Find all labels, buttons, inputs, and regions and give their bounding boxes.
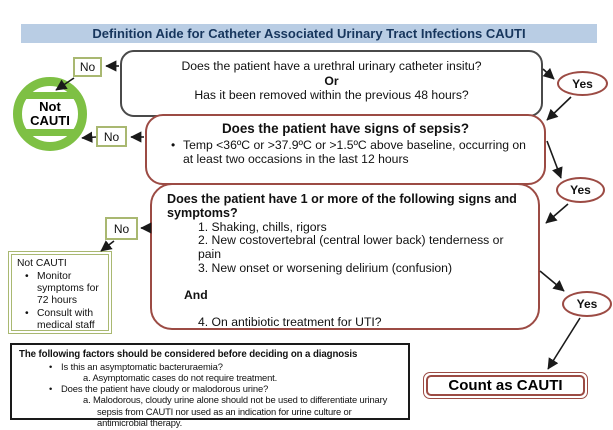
question-catheter-box: Does the patient have a urethral urinary…: [120, 50, 543, 117]
yes-ellipse-1: Yes: [557, 71, 608, 96]
page-title: Definition Aide for Catheter Associated …: [92, 26, 526, 41]
arrow-yes3-to-count: [547, 317, 581, 370]
no-label-3: No: [113, 221, 130, 236]
sepsis-heading: Does the patient have signs of sepsis?: [221, 121, 470, 136]
question-sepsis-box: Does the patient have signs of sepsis? T…: [145, 114, 546, 185]
factors-box: The following factors should be consider…: [10, 343, 410, 428]
no-label-box-1: No: [73, 57, 102, 77]
title-bar: Definition Aide for Catheter Associated …: [21, 24, 597, 43]
not-cauti-action-heading: Not CAUTI: [17, 258, 67, 269]
count-as-cauti-box: Count as CAUTI: [423, 372, 588, 399]
no-label-2: No: [103, 129, 120, 144]
no-label-1: No: [79, 60, 96, 74]
count-as-cauti-label: Count as CAUTI: [426, 375, 585, 396]
symptom-item-3: 3. New onset or worsening delirium (conf…: [198, 260, 453, 275]
symptom-item-2: 2. New costovertebral (central lower bac…: [198, 233, 504, 262]
yes-label-2: Yes: [570, 183, 591, 197]
symptom-item-1: 1. Shaking, chills, rigors: [198, 219, 327, 234]
and-connector: And: [184, 287, 208, 302]
factor-sub-2: a. Malodorous, cloudy urine alone should…: [83, 394, 388, 428]
factor-bullet-1: Is this an asymptomatic bacteruraemia?: [19, 361, 402, 373]
arrow-q3-to-yes3: [539, 270, 565, 292]
factor-bullet-2: Does the patient have cloudy or malodoro…: [19, 383, 402, 395]
question-symptoms-box: Does the patient have 1 or more of the f…: [150, 183, 540, 330]
arrow-no2-to-sign: [81, 131, 97, 143]
not-cauti-action-bullet-1: Monitor symptoms for 72 hours: [17, 271, 106, 307]
factor-sub-1: a. Asymptomatic cases do not require tre…: [83, 371, 278, 383]
sign-bar-top: [21, 92, 79, 99]
arrow-q1-to-yes1: [542, 67, 555, 80]
no-label-box-3: No: [105, 217, 138, 240]
factors-heading: The following factors should be consider…: [19, 349, 358, 360]
arrow-yes1-to-q2: [546, 96, 572, 121]
arrow-q2-to-yes2: [546, 140, 563, 179]
sign-bar-bottom: [21, 129, 79, 136]
no-label-box-2: No: [96, 126, 127, 147]
not-cauti-action-box: Not CAUTI Monitor symptoms for 72 hours …: [8, 251, 112, 334]
q1-line2: Has it been removed within the previous …: [194, 88, 469, 103]
yes-ellipse-2: Yes: [556, 177, 605, 203]
yes-label-3: Yes: [576, 297, 598, 311]
arrow-no3-to-action-box: [100, 240, 115, 252]
symptom-item-4: 4. On antibiotic treatment for UTI?: [198, 314, 382, 329]
not-cauti-action-bullet-2: Consult with medical staff: [17, 308, 106, 332]
yes-ellipse-3: Yes: [562, 291, 612, 317]
q1-line1: Does the patient have a urethral urinary…: [181, 59, 482, 73]
q1-or-connector: Or: [324, 73, 339, 88]
sign-line-not: Not: [39, 99, 61, 114]
arrow-yes2-to-q3: [545, 203, 569, 224]
not-cauti-sign: Not CAUTI: [13, 77, 87, 151]
yes-label-1: Yes: [572, 76, 593, 91]
sign-line-cauti: CAUTI: [30, 112, 70, 128]
symptoms-heading: Does the patient have 1 or more of the f…: [167, 192, 517, 220]
not-cauti-action-inner: Not CAUTI Monitor symptoms for 72 hours …: [11, 254, 109, 331]
sepsis-bullet: Temp <36ºC or >37.9ºC or >1.5ºC above ba…: [147, 138, 544, 166]
